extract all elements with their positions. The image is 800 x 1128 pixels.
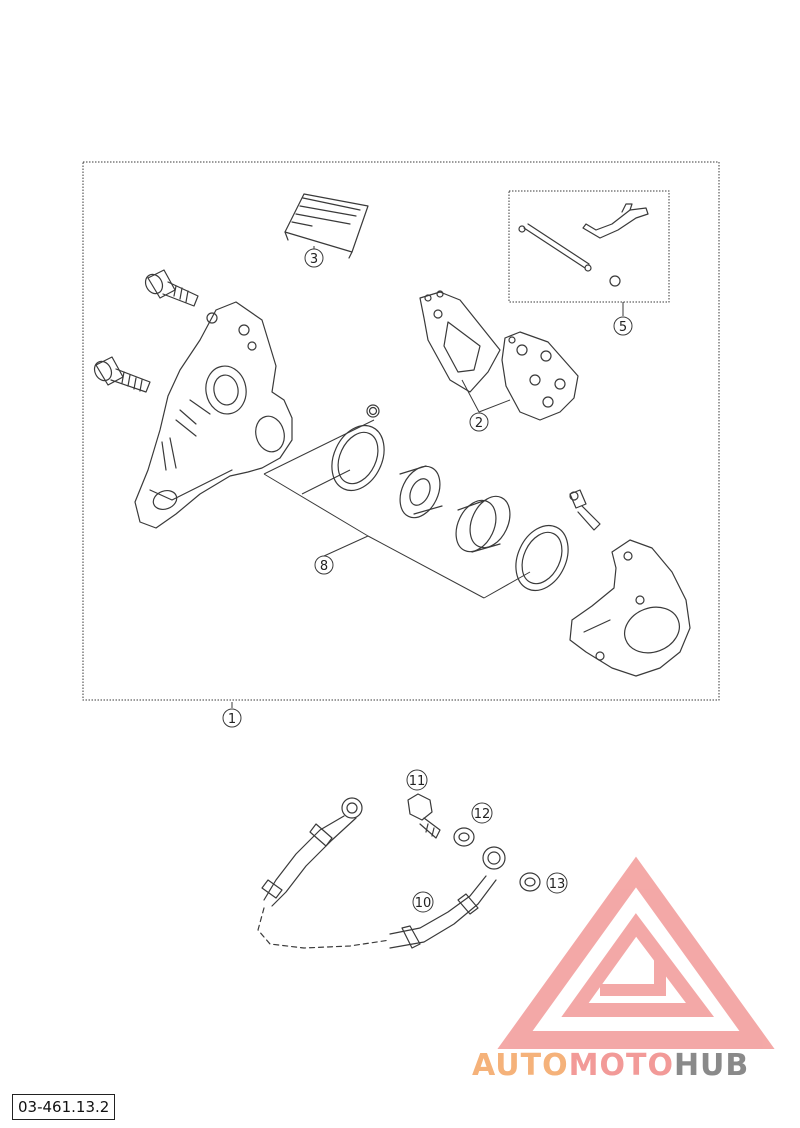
retaining-ring-icon — [609, 275, 621, 287]
pin-kit-frame — [508, 190, 670, 303]
callout-2-label: 2 — [475, 416, 483, 431]
brake-hose-icon — [257, 797, 506, 949]
callout-10: 10 — [412, 891, 434, 913]
callout-5-label: 5 — [619, 320, 627, 335]
callout-2: 2 — [469, 412, 489, 432]
watermark-part3: HUB — [674, 1048, 749, 1083]
caliper-half-icon — [569, 539, 691, 677]
brake-piston-icon — [399, 465, 443, 519]
piston-seal-icon — [331, 424, 385, 492]
caliper-housing-icon — [134, 301, 293, 529]
callout-5: 5 — [613, 316, 633, 336]
callout-10-label: 10 — [415, 896, 432, 911]
callout-11-label: 11 — [409, 774, 426, 789]
leader-lines — [231, 246, 624, 708]
brake-pad-icon — [419, 290, 579, 421]
callout-12: 12 — [471, 802, 493, 824]
sealing-washer-icon — [453, 827, 475, 847]
piston-seal-icon-2 — [515, 524, 569, 592]
callout-8-label: 8 — [320, 559, 328, 574]
sealing-washer-icon-2 — [519, 872, 541, 892]
callout-1-label: 1 — [228, 712, 236, 727]
callout-13-label: 13 — [549, 877, 566, 892]
reference-code: 03-461.13.2 — [12, 1094, 116, 1120]
callout-13: 13 — [546, 872, 568, 894]
callout-8: 8 — [314, 555, 334, 575]
callout-11: 11 — [406, 769, 428, 791]
watermark-part2: MOTO — [569, 1048, 674, 1083]
pad-spring-icon — [284, 193, 369, 259]
mounting-bolt-icon-2 — [93, 356, 151, 393]
mounting-bolt-icon — [144, 269, 199, 307]
assembly-frame — [82, 161, 720, 701]
watermark-logo-icon — [497, 856, 775, 1049]
banjo-bolt-icon — [407, 793, 441, 839]
callout-3-label: 3 — [310, 252, 318, 267]
caliper-pin-icon — [518, 223, 592, 272]
bleed-nipple-icon — [569, 489, 601, 531]
callout-12-label: 12 — [474, 807, 491, 822]
small-seal-ring-icon — [366, 404, 380, 418]
brake-piston-icon-2 — [455, 495, 511, 553]
callout-3: 3 — [304, 248, 324, 268]
pin-clip-icon — [582, 203, 649, 239]
watermark-part1: AUTO — [472, 1048, 569, 1083]
callout-1: 1 — [222, 708, 242, 728]
watermark-text: AUTOMOTOHUB — [472, 1048, 749, 1083]
